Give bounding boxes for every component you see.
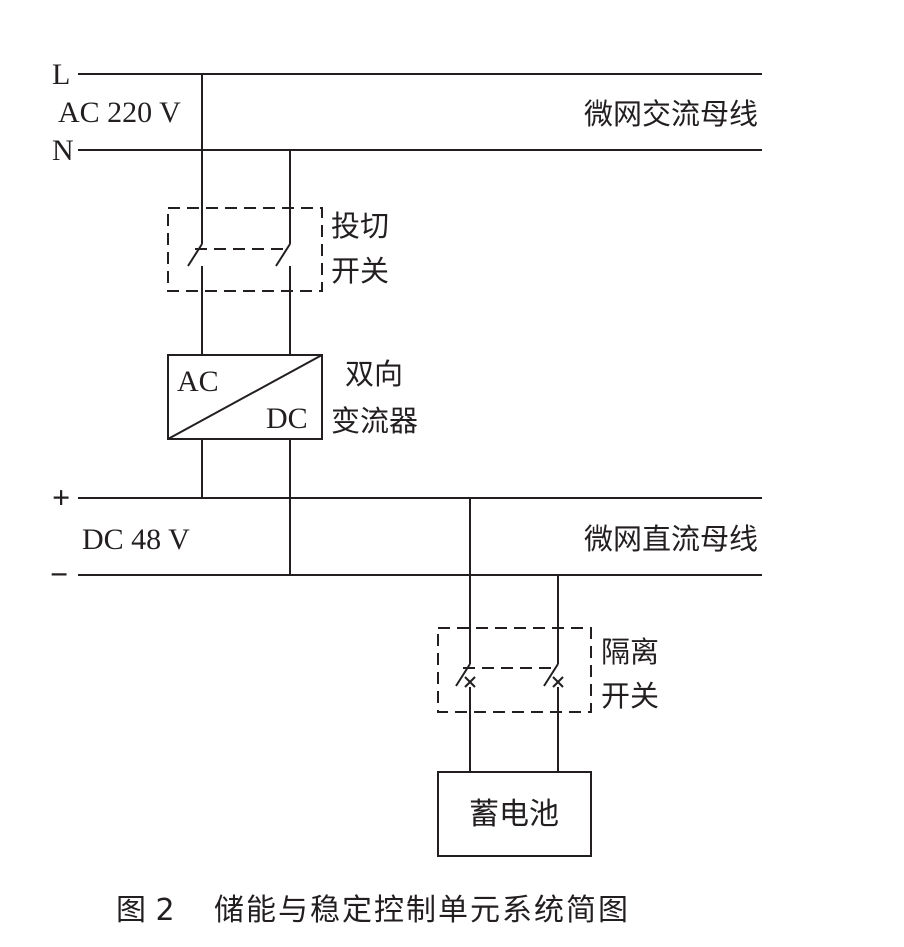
ac-bus: L N AC 220 V 微网交流母线 [52,58,762,167]
transfer-switch-blade-2 [275,243,291,267]
isolation-switch-blade-2 [543,663,559,687]
isolation-switch-label-1: 隔离 [601,635,659,669]
dc-bus: + − DC 48 V 微网直流母线 [50,479,762,592]
converter-label-1: 双向 [345,357,403,391]
ac-bus-l-label: L [52,58,70,91]
ac-bus-name: 微网交流母线 [584,97,758,131]
transfer-switch-label-2: 开关 [331,254,389,288]
isolation-switch-label-2: 开关 [601,679,659,713]
battery: 蓄电池 [437,771,592,857]
transfer-switch: 投切 开关 [167,207,389,292]
transfer-switch-blade-1 [187,243,203,267]
converter-box [167,354,323,440]
isolation-contact-2 [552,676,564,688]
converter-diagonal [167,354,323,440]
converter-label-2: 变流器 [331,404,418,438]
converter-ac-label: AC [177,365,219,398]
dc-bus-voltage: DC 48 V [82,523,190,556]
battery-label: 蓄电池 [469,797,559,832]
isolation-contact-1 [464,676,476,688]
figure-caption: 图 2 储能与稳定控制单元系统简图 [116,893,630,928]
converter-dc-label: DC [266,402,308,435]
figure-number: 图 2 [116,893,175,928]
dc-bus-minus-label: − [50,556,68,592]
dc-bus-plus-label: + [52,479,70,515]
figure-title: 储能与稳定控制单元系统简图 [214,893,630,928]
isolation-switch: 隔离 开关 [437,627,659,713]
isolation-switch-boundary [437,627,592,713]
battery-box [437,771,592,857]
dc-bus-name: 微网直流母线 [584,522,758,556]
transfer-switch-label-1: 投切 [331,209,389,243]
bidirectional-converter: AC DC 双向 变流器 [167,354,418,440]
ac-bus-voltage: AC 220 V [58,96,181,129]
transfer-switch-boundary [167,207,323,292]
ac-bus-n-label: N [52,134,74,167]
